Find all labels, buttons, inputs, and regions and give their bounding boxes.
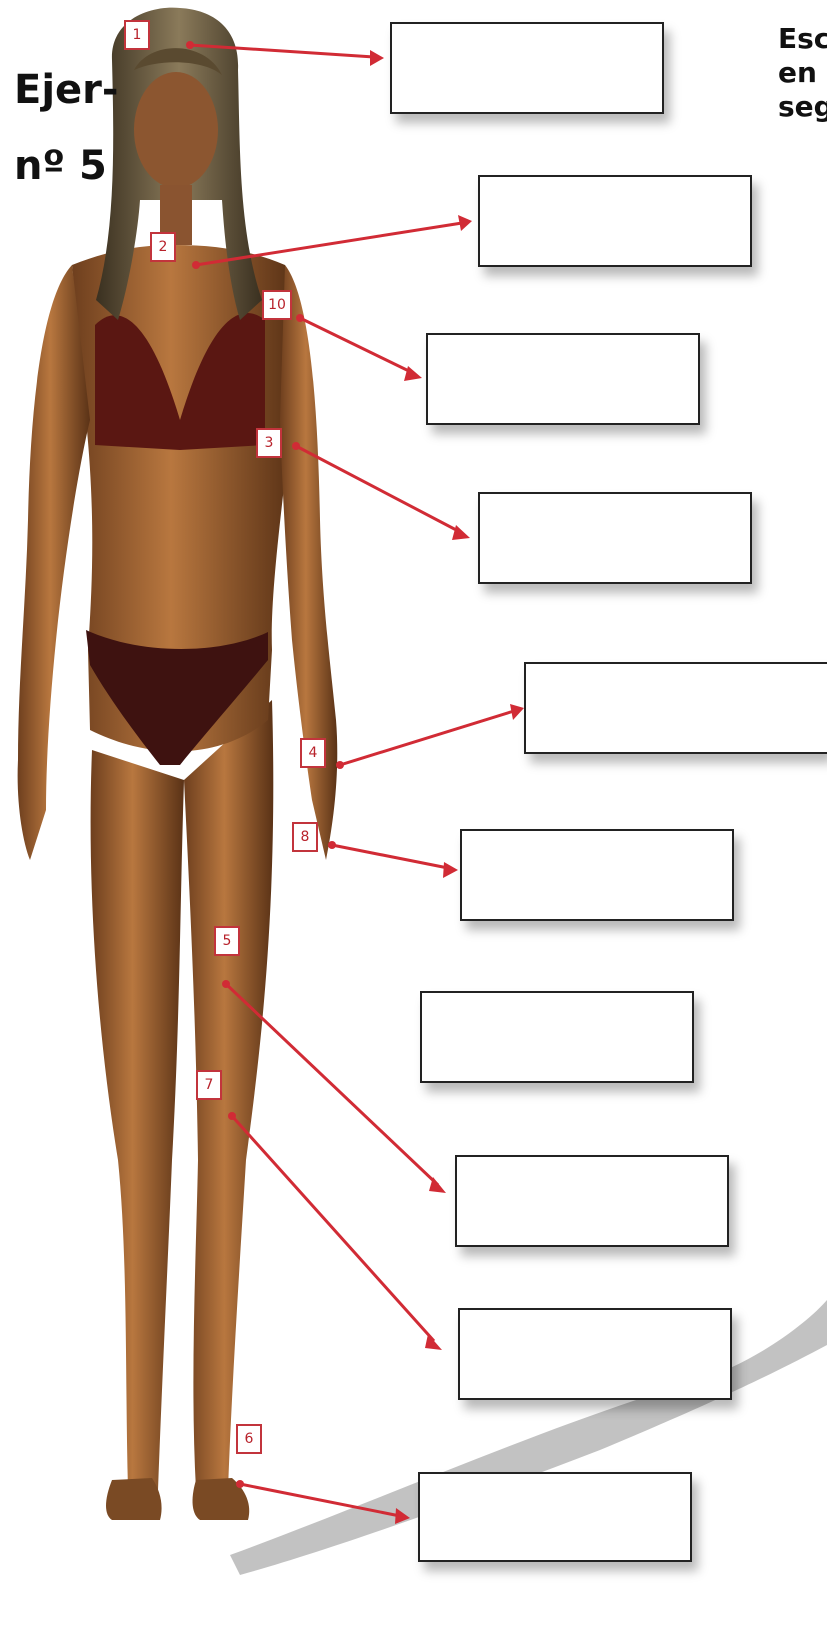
label-tag-5: 5 <box>214 926 240 956</box>
label-tag-6: 6 <box>236 1424 262 1454</box>
label-tag-4: 4 <box>300 738 326 768</box>
left-foot <box>106 1478 162 1520</box>
answer-box-2[interactable] <box>478 175 752 267</box>
arrow-8 <box>332 845 448 868</box>
right-arm <box>280 265 337 860</box>
instructions: Esc en seg <box>778 22 827 124</box>
arrow-10 <box>300 318 413 373</box>
arrow-3 <box>296 446 462 533</box>
answer-box-9[interactable] <box>458 1308 732 1400</box>
arrow-4 <box>340 711 514 765</box>
answer-box-7[interactable] <box>420 991 694 1083</box>
answer-box-3[interactable] <box>426 333 700 425</box>
answer-box-4[interactable] <box>478 492 752 584</box>
exercise-title-line1: Ejer- <box>14 70 119 110</box>
exercise-title-line2: nº 5 <box>14 146 107 186</box>
answer-box-1[interactable] <box>390 22 664 114</box>
instruction-line: Esc <box>778 22 827 56</box>
answer-box-8[interactable] <box>455 1155 729 1247</box>
label-tag-1: 1 <box>124 20 150 50</box>
answer-box-10[interactable] <box>418 1472 692 1562</box>
instruction-line: seg <box>778 90 827 124</box>
label-tag-2: 2 <box>150 232 176 262</box>
label-tag-8: 8 <box>292 822 318 852</box>
left-arm <box>18 265 90 860</box>
left-leg <box>91 750 184 1490</box>
arrow-7 <box>232 1116 434 1341</box>
label-tag-7: 7 <box>196 1070 222 1100</box>
face <box>134 72 218 188</box>
label-tag-10: 10 <box>262 290 292 320</box>
arrow-5 <box>226 984 438 1185</box>
answer-box-5[interactable] <box>524 662 827 754</box>
instruction-line: en <box>778 56 827 90</box>
answer-box-6[interactable] <box>460 829 734 921</box>
label-tag-3: 3 <box>256 428 282 458</box>
